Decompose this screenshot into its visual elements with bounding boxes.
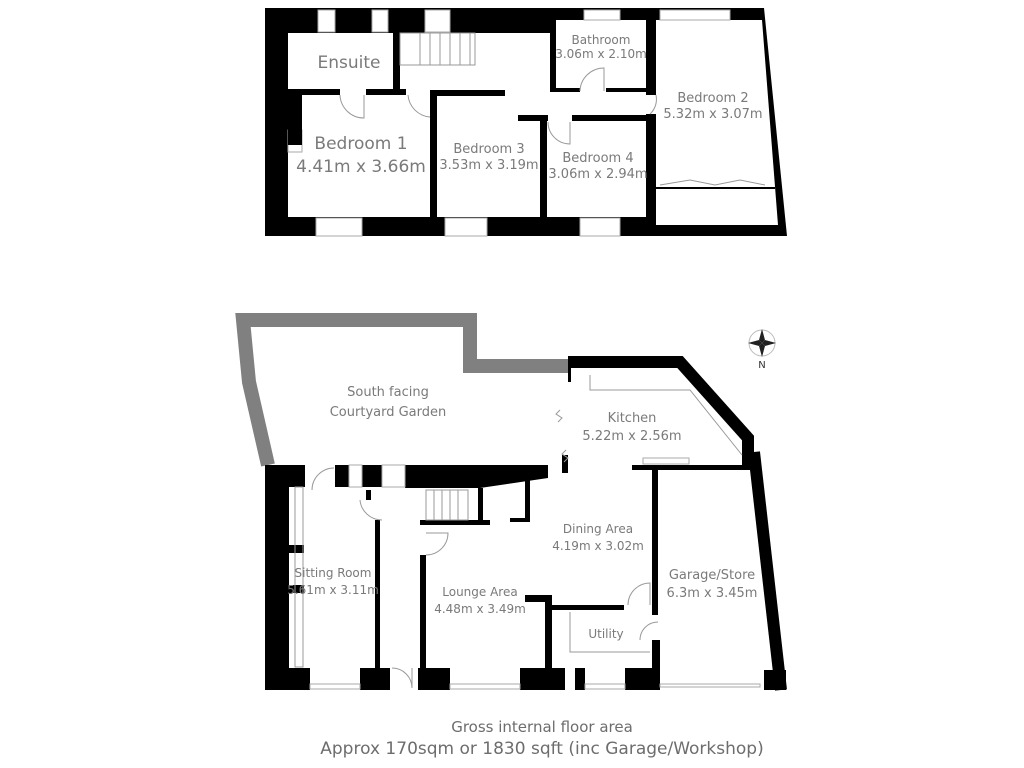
upper-windows (287, 9, 731, 237)
caption-line-1: Gross internal floor area (451, 718, 633, 736)
ground-windows (309, 457, 761, 690)
upper-stairs (339, 32, 766, 186)
caption-line-2: Approx 170sqm or 1830 sqft (inc Garage/W… (320, 739, 764, 759)
upper-floor-plan (265, 8, 787, 237)
room-utility: Utility (588, 627, 624, 641)
kitchen-outer-wall (568, 356, 754, 466)
ground-floor-plan (235, 313, 787, 691)
garage-outer-wall (748, 451, 787, 691)
ground-walls (265, 362, 786, 690)
ground-fixtures (294, 375, 743, 689)
upper-interior-walls (288, 20, 656, 225)
garden-wall (235, 313, 568, 467)
upper-interior (288, 20, 778, 225)
room-ensuite: Ensuite (317, 53, 381, 73)
compass-icon (748, 329, 776, 357)
compass-north-label: N (758, 360, 766, 371)
